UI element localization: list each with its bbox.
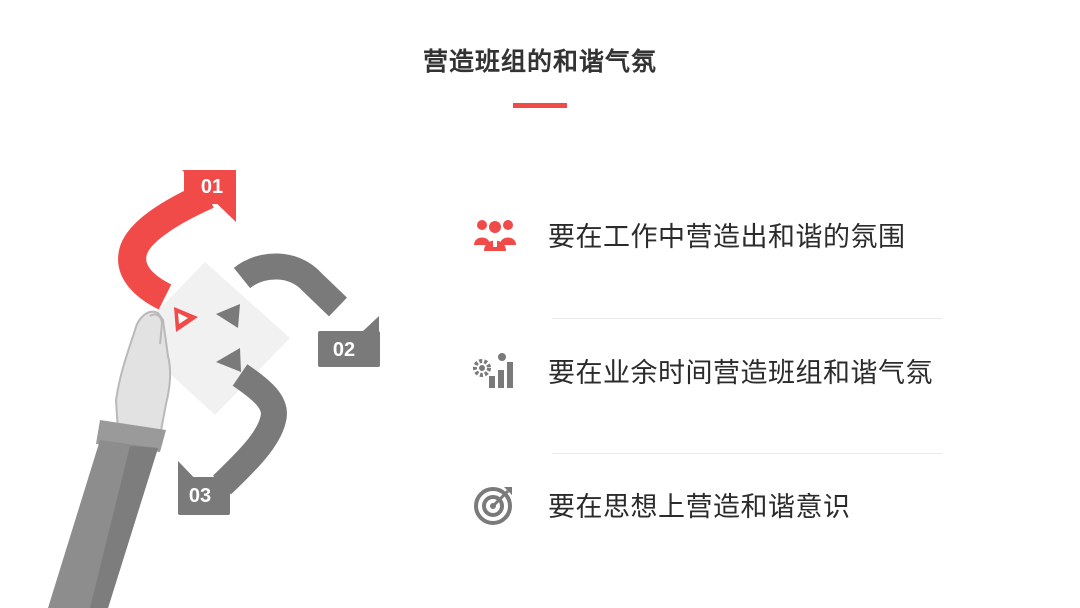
item-label: 要在业余时间营造班组和谐气氛: [548, 357, 933, 389]
title-underline: [513, 103, 567, 108]
process-arrows-illustration: 02 03 01: [48, 170, 380, 608]
red-triangle-marker: [174, 307, 198, 332]
target-arrow-icon: [472, 484, 518, 525]
gray-triangle-marker-bottom: [216, 348, 241, 372]
step-number-01: 01: [201, 176, 223, 198]
list-item: 要在思想上营造和谐意识: [472, 484, 992, 525]
arrow-01-tag: [184, 170, 236, 204]
step-number-02: 02: [333, 339, 355, 361]
arrow-02-body: [233, 253, 348, 317]
arrow-02-tag: [318, 331, 380, 367]
gear-growth-chart-icon: [472, 350, 518, 390]
list-item: 要在工作中营造出和谐的氛围: [472, 214, 992, 254]
thumb: [149, 313, 164, 345]
sleeve-shadow: [90, 446, 158, 608]
arrow-03-tag: [178, 477, 230, 515]
item-label: 要在工作中营造出和谐的氛围: [548, 221, 906, 253]
hand: [114, 310, 172, 438]
red-triangle-inner: [178, 313, 188, 324]
team-icon: [472, 214, 518, 254]
list-item: 要在业余时间营造班组和谐气氛: [472, 350, 992, 390]
arrow-01-body: [118, 182, 214, 310]
divider: [552, 318, 942, 319]
step-number-03: 03: [189, 485, 211, 507]
item-label: 要在思想上营造和谐意识: [548, 491, 851, 523]
divider: [552, 453, 942, 454]
arrow-03-body: [212, 364, 287, 495]
page-title: 营造班组的和谐气氛: [422, 47, 657, 76]
gray-triangle-marker-top: [216, 304, 240, 328]
